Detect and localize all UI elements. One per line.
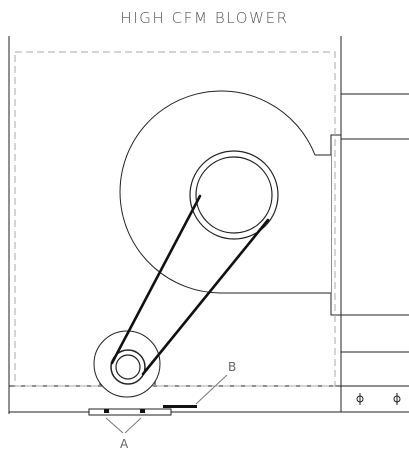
callout-a: A: [120, 437, 129, 451]
adjustment-bolt: [163, 405, 197, 408]
leader-a-right: [124, 417, 142, 434]
diagram-title: HIGH CFM BLOWER: [120, 9, 289, 27]
base-plate-bolt-left: [104, 409, 109, 413]
blower-outlet-flange: [330, 134, 342, 316]
drive-belt-right-span: [141, 218, 270, 376]
callout-b: B: [228, 360, 237, 374]
base-plate-bolt-right: [140, 409, 145, 413]
hidden-compartment-outline: [14, 51, 336, 387]
drive-belt-left-span: [110, 194, 202, 365]
blower-pulley-inner: [195, 156, 273, 234]
motor-pulley-inner: [115, 354, 141, 380]
leader-b: [195, 374, 228, 405]
leader-a-left: [105, 417, 124, 434]
motor-base-plate: [88, 408, 172, 416]
